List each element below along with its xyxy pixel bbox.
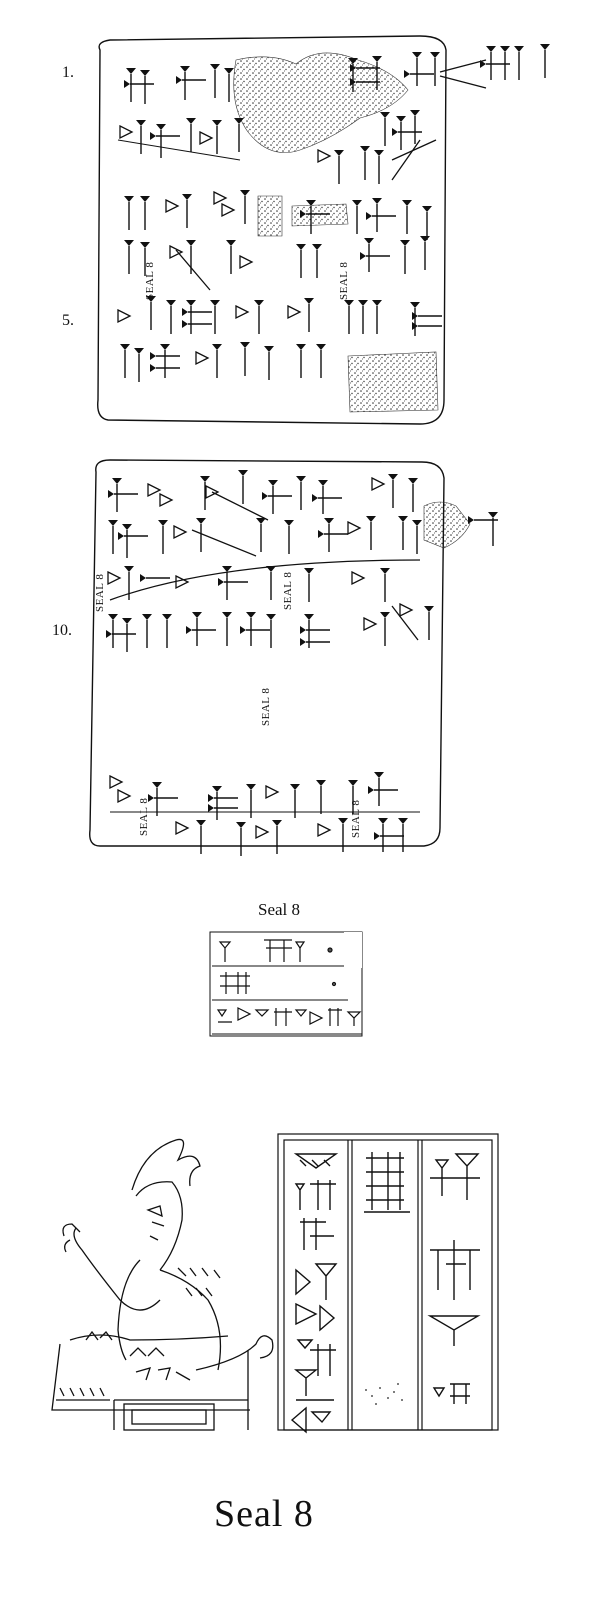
seal-large-caption: Seal 8: [214, 1493, 314, 1535]
seal-small-inscription: [209, 931, 363, 1037]
damage-area-bottom: [347, 351, 439, 413]
seated-figure: [51, 1138, 274, 1431]
reverse-damage-area: [423, 501, 471, 549]
seal-small-line-3: [216, 1007, 362, 1026]
seal-large-column-2: [364, 1152, 410, 1213]
line-number-10: 10.: [52, 622, 72, 639]
obverse-outline: [97, 35, 551, 425]
obverse-signs-row-1: [123, 43, 551, 105]
reverse-signs-row-1: [107, 469, 499, 547]
line-number-5: 5.: [62, 312, 74, 329]
reverse-signs-row-3: [107, 559, 421, 603]
seal-small-line-1: [218, 939, 333, 962]
reverse-signs-row-7: [109, 771, 420, 821]
seal-large-panel: [277, 1133, 499, 1431]
seal-small-caption: Seal 8: [258, 900, 301, 919]
obverse-signs-row-4: [123, 235, 431, 291]
seal-large-column-1: [290, 1153, 339, 1434]
seal-large-column-2-damage: [365, 1383, 403, 1405]
seal-small-line-2: [220, 972, 337, 994]
reverse-signs-row-4: [105, 603, 435, 653]
line-number-1: 1.: [62, 64, 74, 81]
damage-area-top: [233, 52, 409, 153]
reverse-outline: [89, 459, 499, 857]
obverse-signs-row-2: [117, 109, 437, 185]
seal-large-column-3: [427, 1153, 481, 1404]
reverse-signs-row-2: [107, 515, 423, 559]
